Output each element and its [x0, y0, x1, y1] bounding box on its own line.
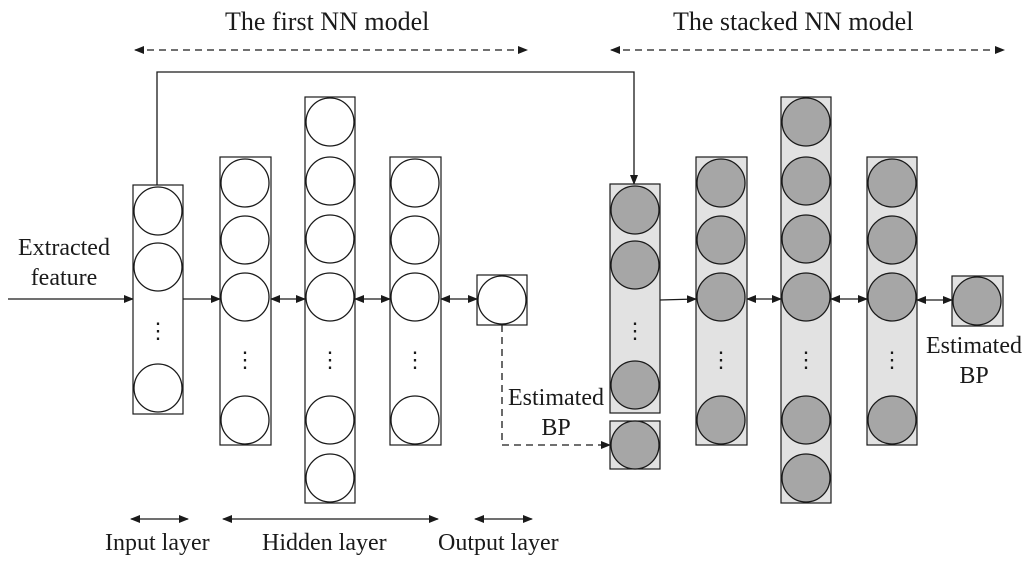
first-hidden2-node [305, 214, 355, 264]
feature-skip-connector [156, 71, 638, 185]
first-model-nodes [133, 97, 527, 503]
hidden-layer-label: Hidden layer [262, 530, 387, 556]
first-hidden3-node [390, 395, 440, 445]
first-input-node [133, 363, 183, 413]
first-hidden1-ellipsis: ⋮ [234, 347, 256, 372]
stacked-model-nodes [610, 97, 1002, 503]
first-hidden1-node [220, 158, 270, 208]
stacked-hidden1-node [696, 215, 746, 265]
first-hidden1-node [220, 215, 270, 265]
first-hidden3-node [390, 158, 440, 208]
first-model-title: The first NN model [225, 7, 430, 36]
first-hidden2-node [305, 453, 355, 503]
stacked-hidden1-node [696, 272, 746, 322]
stacked-hidden2-node [781, 214, 831, 264]
stacked-hidden3-ellipsis: ⋮ [881, 347, 903, 372]
stacked-input-to-hidden1-arrow [659, 295, 697, 304]
input-layer-label: Input layer [105, 530, 210, 556]
stacked-output-node [952, 276, 1002, 326]
extracted-feature-label: Extracted feature [12, 233, 116, 293]
extracted-feature-line2: feature [30, 265, 98, 291]
first-input-node [133, 186, 183, 236]
stacked-hidden2-node [781, 453, 831, 503]
first-hidden2-ellipsis: ⋮ [319, 347, 341, 372]
stacked-hidden3-node [867, 395, 917, 445]
first-hidden2-node [305, 97, 355, 147]
first-input-node [133, 242, 183, 292]
stacked-hidden2-node [781, 272, 831, 322]
stacked-input-node [610, 240, 660, 290]
estimated-bp-dashed-connector [501, 325, 611, 449]
estimated-bp-right-line1: Estimated [926, 333, 1022, 359]
stacked-hidden1-node [696, 158, 746, 208]
stacked-hidden1-node [696, 395, 746, 445]
stacked-hidden3-node [867, 158, 917, 208]
output-layer-label: Output layer [438, 530, 559, 556]
first-hidden2-node [305, 156, 355, 206]
stacked-model-title: The stacked NN model [673, 7, 914, 36]
first-hidden1-node [220, 272, 270, 322]
estimated-bp-mid-line2: BP [541, 415, 571, 441]
stacked-hidden2-ellipsis: ⋮ [795, 347, 817, 372]
estimated-bp-mid-line1: Estimated [508, 385, 604, 411]
first-input-ellipsis: ⋮ [147, 318, 169, 343]
first-hidden3-ellipsis: ⋮ [404, 347, 426, 372]
stacked-hidden2-node [781, 395, 831, 445]
stacked-input-node [610, 185, 660, 235]
stacked-bp-input-node [610, 420, 660, 470]
first-output-node [477, 275, 527, 325]
estimated-bp-right-label: Estimated BP [920, 331, 1028, 391]
stacked-hidden3-node [867, 272, 917, 322]
stacked-hidden1-ellipsis: ⋮ [710, 347, 732, 372]
first-hidden2-node [305, 272, 355, 322]
stacked-hidden3-node [867, 215, 917, 265]
first-hidden3-node [390, 215, 440, 265]
first-hidden2-node [305, 395, 355, 445]
first-hidden3-node [390, 272, 440, 322]
stacked-input-node [610, 360, 660, 410]
stacked-hidden2-node [781, 97, 831, 147]
estimated-bp-mid-label: Estimated BP [502, 383, 610, 443]
first-hidden1-node [220, 395, 270, 445]
extracted-feature-line1: Extracted [18, 235, 110, 261]
stacked-hidden2-node [781, 156, 831, 206]
stacked-input-ellipsis: ⋮ [624, 318, 646, 343]
estimated-bp-right-line2: BP [959, 363, 989, 389]
